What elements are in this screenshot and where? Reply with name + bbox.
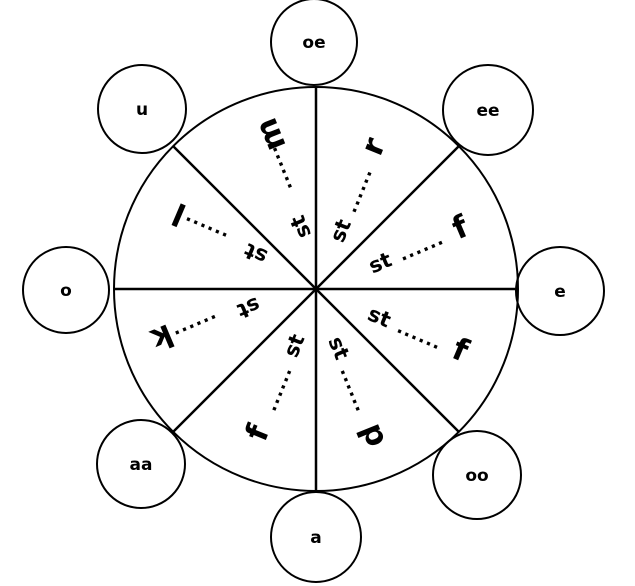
segment-final: m [248,113,293,156]
vowel-label: a [310,528,321,548]
vowel-label: oo [465,466,488,486]
vowel-circles: oe ee e oo a aa o u [22,0,605,583]
segment-dots: ...... [335,364,372,415]
segment-prefix: st [364,302,394,333]
segment-prefix: st [325,216,356,246]
segment-final: p [354,418,396,452]
segment-prefix: st [234,292,264,323]
segment-label: st ...... k [144,292,264,358]
vowel-circle-a: a [270,491,362,583]
vowel-circle-o: o [22,246,110,334]
segment-label: st ...... f [365,208,474,278]
segment-label: st ...... f [239,331,310,446]
segment-prefix: st [285,212,316,242]
segment-final: f [239,419,278,445]
segment-prefix: st [241,238,271,269]
vowel-label: oe [302,33,325,53]
segment-final: f [447,208,474,247]
segment-dots: ...... [260,363,297,414]
segment-label: st ...... f [364,302,474,370]
vowel-label: ee [476,101,499,121]
segment-dots: ...... [179,211,230,249]
vowel-label: o [60,281,72,301]
vowel-circle-aa: aa [96,419,186,509]
vowel-circle-u: u [97,64,187,154]
segment-prefix: st [279,331,310,361]
segment-prefix: st [323,333,354,363]
wheel-dividers [114,87,518,491]
segment-dots: ...... [171,310,222,348]
vowel-circle-oe: oe [270,0,358,86]
segment-final: f [447,331,474,370]
segment-final: r [354,132,393,160]
vowel-circle-oo: oo [432,430,522,520]
segment-dots: ...... [396,228,447,266]
vowel-label: u [136,100,148,120]
segment-label: st ...... r [325,132,393,246]
segment-prefix: st [365,247,395,278]
segment-dots: ...... [394,317,445,355]
vowel-circle-e: e [515,246,605,336]
segment-final: k [144,316,178,358]
segment-dots: ...... [340,165,377,216]
vowel-label: e [554,282,566,302]
segment-label: st ...... p [323,333,396,452]
vowel-circle-ee: ee [442,64,534,156]
vowel-label: aa [130,455,153,475]
divider-diagonal-b [172,145,460,433]
